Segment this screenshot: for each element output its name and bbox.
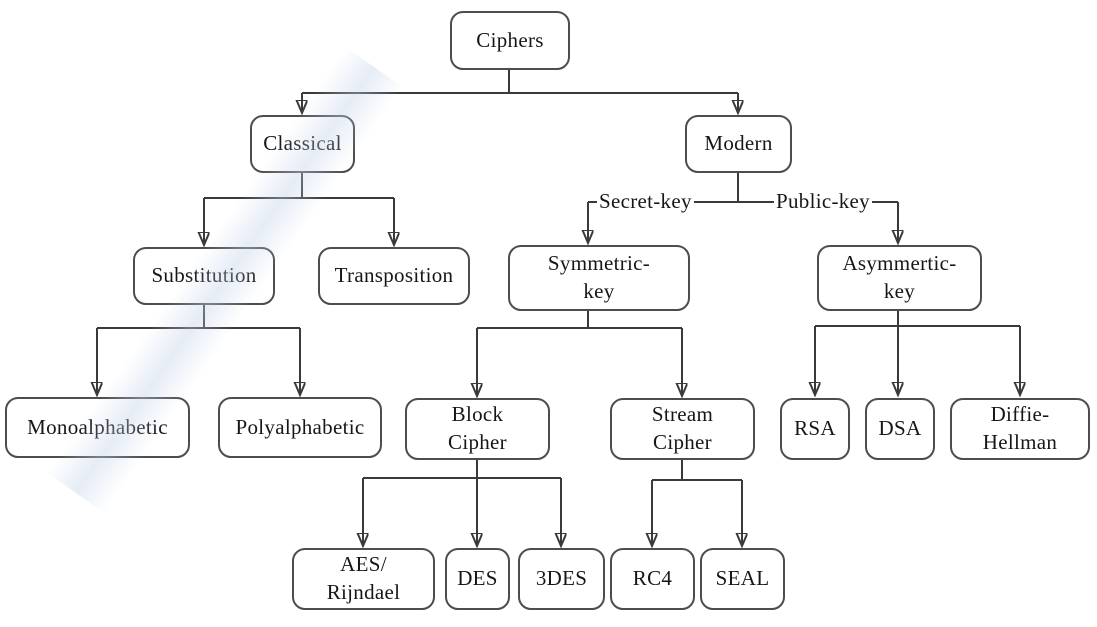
node-substitution: Substitution [133,247,275,305]
node-des: DES [445,548,510,610]
node-substitution-label: Substitution [151,263,257,288]
node-asymmetric-key-line1: Asymmertic- [842,251,957,276]
node-seal-label: SEAL [715,566,770,591]
node-symmetric-key-line1: Symmetric- [547,251,651,276]
edge-asymmetric-trunk [815,311,1020,327]
node-diffie-hellman-line1: Diffie- [990,402,1050,427]
node-seal: SEAL [700,548,785,610]
node-rsa-label: RSA [794,416,836,441]
node-aes-rijndael-line1: AES/ [340,552,387,577]
node-transposition: Transposition [318,247,470,305]
edge-label-public-key: Public-key [774,189,872,214]
node-aes-rijndael: AES/ Rijndael [292,548,435,610]
node-monoalphabetic: Monoalphabetic [5,397,190,458]
node-classical: Classical [250,115,355,173]
node-monoalphabetic-label: Monoalphabetic [27,414,168,439]
node-transposition-label: Transposition [334,263,454,288]
node-stream-cipher: Stream Cipher [610,398,755,460]
node-dsa-label: DSA [878,416,922,441]
node-modern-label: Modern [704,131,773,156]
node-block-cipher-line2: Cipher [448,430,507,454]
node-rsa: RSA [780,398,850,460]
node-des-label: DES [457,566,498,591]
edge-stream-trunk [652,460,742,481]
node-polyalphabetic-label: Polyalphabetic [235,414,365,439]
edge-block-trunk [363,460,561,479]
edge-symmetric-trunk [477,311,682,329]
node-3des: 3DES [518,548,605,610]
node-asymmetric-key-line2: key [883,279,916,303]
edge-substitution-trunk [97,305,300,329]
node-ciphers: Ciphers [450,11,570,70]
node-diffie-hellman-line2: Hellman [982,430,1058,454]
node-diffie-hellman: Diffie- Hellman [950,398,1090,460]
edge-ciphers-trunk [302,70,738,94]
node-stream-cipher-line1: Stream [651,402,714,427]
node-block-cipher: Block Cipher [405,398,550,460]
node-dsa: DSA [865,398,935,460]
edge-classical-trunk [204,173,394,199]
node-polyalphabetic: Polyalphabetic [218,397,382,458]
node-stream-cipher-line2: Cipher [653,430,712,454]
node-rc4: RC4 [610,548,695,610]
node-3des-label: 3DES [535,566,588,591]
node-ciphers-label: Ciphers [476,27,544,52]
node-aes-rijndael-line2: Rijndael [326,580,401,604]
edge-label-secret-key: Secret-key [597,189,694,214]
node-rc4-label: RC4 [632,566,673,591]
node-modern: Modern [685,115,792,173]
node-symmetric-key-line2: key [583,279,615,303]
node-asymmetric-key: Asymmertic- key [817,245,982,311]
node-classical-label: Classical [263,131,342,156]
node-block-cipher-line1: Block [451,402,504,427]
node-symmetric-key: Symmetric- key [508,245,690,311]
